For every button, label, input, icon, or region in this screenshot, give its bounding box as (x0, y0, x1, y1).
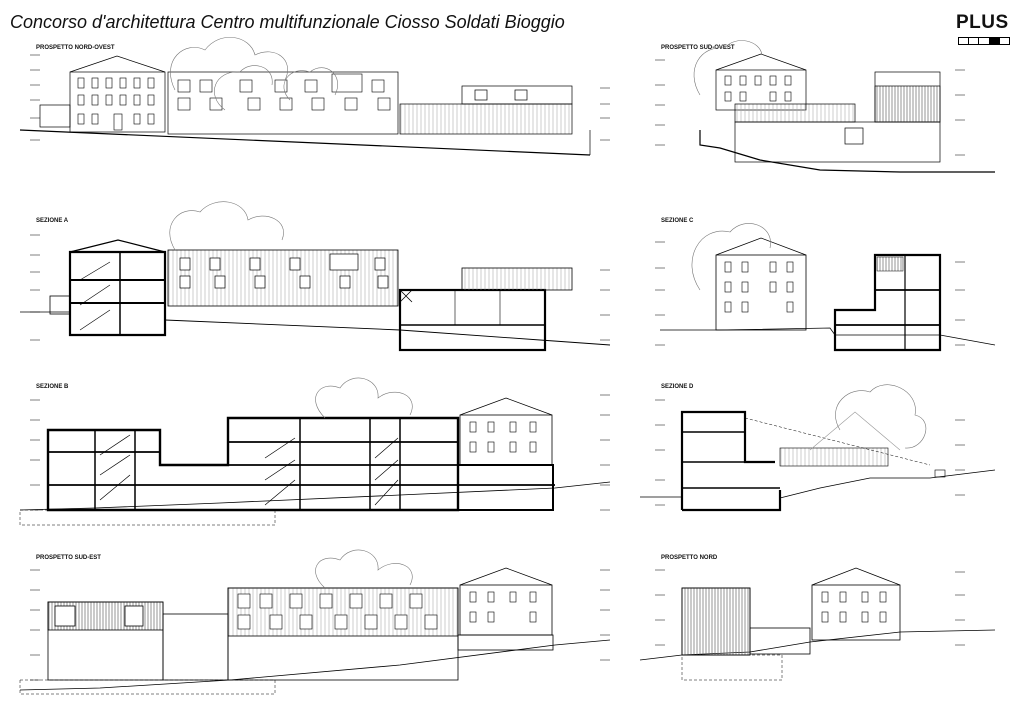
sheet-title: Concorso d'architettura Centro multifunz… (10, 12, 565, 32)
section-a (20, 201, 611, 352)
label-sezione-c: SEZIONE C (661, 218, 694, 224)
plus-logo: PLUS (956, 12, 1009, 33)
elevation-nord-ovest (19, 36, 610, 156)
elevation-sud-est (19, 549, 611, 695)
label-prospetto-sud-ovest: PROSPETTO SUD-OVEST (661, 45, 735, 51)
elevation-sud-ovest (655, 40, 995, 173)
label-sezione-a: SEZIONE A (36, 218, 69, 224)
label-prospetto-sud-est: PROSPETTO SUD-EST (36, 555, 101, 561)
label-prospetto-nord-ovest: PROSPETTO NORD-OVEST (36, 45, 115, 51)
section-c (655, 223, 996, 352)
label-prospetto-nord: PROSPETTO NORD (661, 555, 718, 561)
label-sezione-b: SEZIONE B (36, 384, 69, 390)
label-sezione-d: SEZIONE D (661, 384, 694, 390)
section-b (19, 377, 611, 526)
elevation-nord (639, 567, 996, 681)
scale-bar (958, 37, 1010, 45)
section-d (640, 384, 996, 512)
